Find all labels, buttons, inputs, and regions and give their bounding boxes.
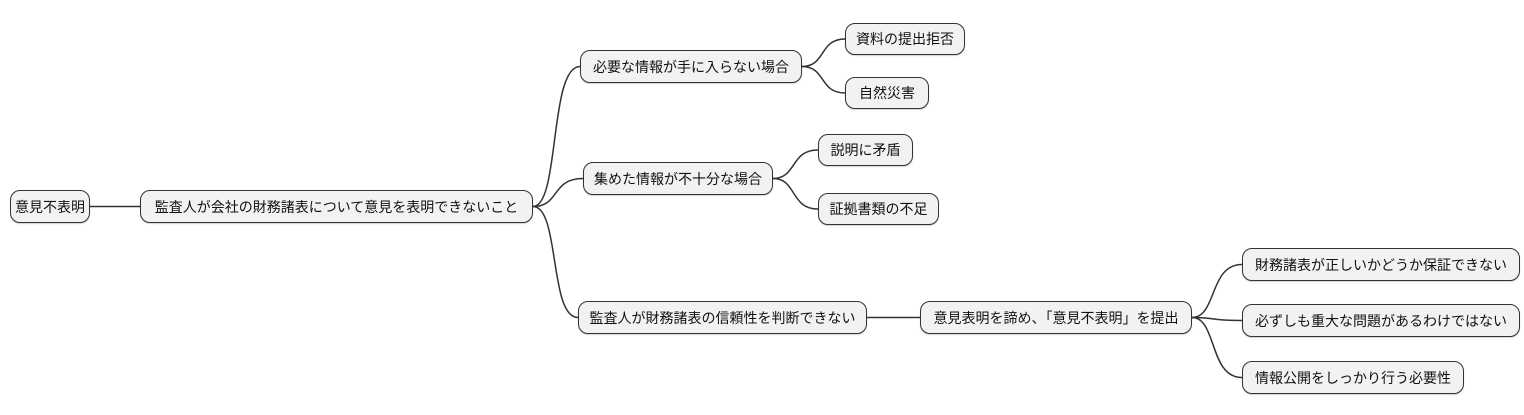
node-need-disclosure: 情報公開をしっかり行う必要性 <box>1242 361 1464 394</box>
node-insufficient: 集めた情報が不十分な場合 <box>583 162 773 195</box>
node-definition: 監査人が会社の財務諸表について意見を表明できないこと <box>140 190 533 223</box>
node-not-always-serious: 必ずしも重大な問題があるわけではない <box>1242 304 1520 337</box>
edge-info-unavailable-refusal <box>801 38 846 68</box>
node-disaster: 自然災害 <box>845 77 929 109</box>
node-info-unavailable: 必要な情報が手に入らない場合 <box>580 50 802 83</box>
node-contradiction: 説明に矛盾 <box>818 134 913 166</box>
edge-definition-info-unavailable <box>532 65 581 208</box>
edge-insufficient-lack-evidence <box>772 177 819 210</box>
node-submit-disclaimer: 意見表明を諦め、「意見不表明」を提出 <box>920 301 1192 334</box>
node-lack-evidence: 証拠書類の不足 <box>818 193 939 225</box>
node-root: 意見不表明 <box>10 190 90 223</box>
node-refusal: 資料の提出拒否 <box>845 23 965 55</box>
edge-submit-not-always-serious <box>1191 316 1243 322</box>
edge-definition-insufficient <box>532 177 584 208</box>
edge-submit-no-guarantee <box>1191 263 1243 319</box>
node-no-guarantee: 財務諸表が正しいかどうか保証できない <box>1242 248 1520 281</box>
node-cannot-judge: 監査人が財務諸表の信頼性を判断できない <box>578 301 867 334</box>
edge-insufficient-contradiction <box>772 149 819 180</box>
edge-definition-cannot-judge <box>532 205 579 319</box>
edge-info-unavailable-disaster <box>801 65 846 94</box>
edge-submit-need-disclosure <box>1191 316 1243 379</box>
